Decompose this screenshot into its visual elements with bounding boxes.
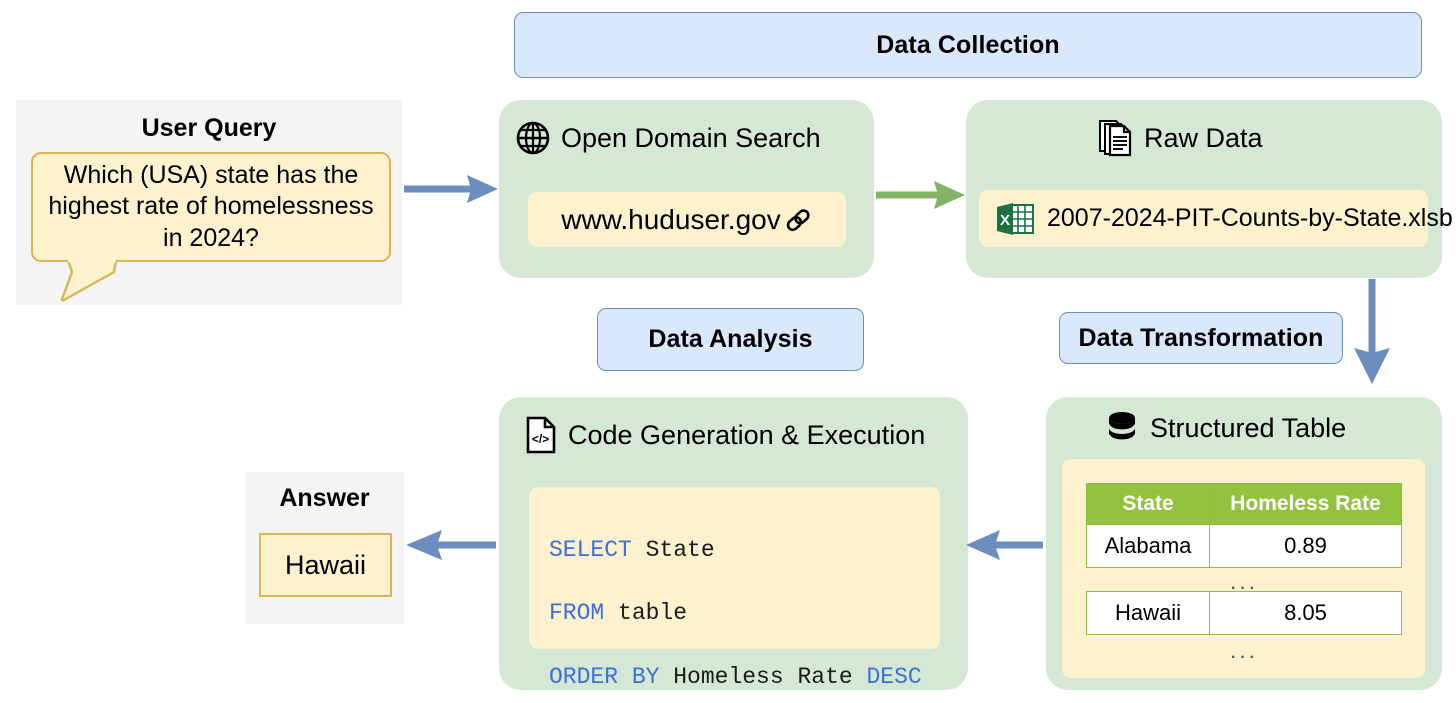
answer-value-box[interactable]: Hawaii bbox=[259, 533, 392, 597]
svg-text:</>: </> bbox=[532, 432, 549, 446]
bubble-tail-icon bbox=[60, 258, 118, 302]
arrow-search-to-rawdata bbox=[876, 181, 965, 209]
column-header-homeless-rate: Homeless Rate bbox=[1209, 483, 1402, 525]
raw-data-title: Raw Data bbox=[1144, 122, 1263, 153]
user-query-line-3: in 2024? bbox=[163, 223, 259, 252]
open-domain-search-panel bbox=[499, 100, 874, 278]
band-data-collection-label: Data Collection bbox=[876, 30, 1060, 59]
sql-line-1: SELECT State bbox=[549, 535, 940, 567]
sql-line-2-rest: table bbox=[604, 600, 688, 627]
documents-icon bbox=[1096, 118, 1134, 158]
cell-state-alabama: Alabama bbox=[1086, 524, 1210, 568]
raw-data-file-name: 2007-2024-PIT-Counts-by-State.xlsb bbox=[1047, 204, 1453, 232]
arrow-structured-table-to-code bbox=[966, 530, 1043, 560]
cell-rate-alabama: 0.89 bbox=[1209, 524, 1402, 568]
code-file-icon: </> bbox=[524, 415, 558, 455]
band-data-transformation: Data Transformation bbox=[1059, 312, 1343, 364]
structured-table-box: State Homeless Rate Alabama 0.89 ··· Haw… bbox=[1062, 459, 1425, 678]
answer-title: Answer bbox=[279, 484, 370, 512]
link-icon[interactable] bbox=[783, 205, 813, 235]
arrow-query-to-search bbox=[404, 175, 498, 203]
raw-data-header: Raw Data bbox=[1096, 118, 1263, 158]
sql-line-2: FROM table bbox=[549, 598, 940, 630]
raw-data-panel bbox=[966, 100, 1442, 278]
sql-kw-select: SELECT bbox=[549, 536, 632, 563]
sql-code-box[interactable]: SELECT State FROM table ORDER BY Homeles… bbox=[529, 487, 940, 690]
excel-file-icon: X bbox=[995, 201, 1035, 237]
sql-line-3-mid: Homeless Rate bbox=[659, 663, 867, 690]
arrow-code-to-answer bbox=[406, 530, 496, 560]
code-generation-title: Code Generation & Execution bbox=[568, 419, 926, 450]
band-data-transformation-label: Data Transformation bbox=[1078, 323, 1324, 352]
sql-kw-desc: DESC bbox=[866, 663, 922, 690]
sql-kw-from: FROM bbox=[549, 600, 605, 627]
sql-kw-order: ORDER bbox=[549, 663, 619, 690]
arrow-rawdata-to-structured-table bbox=[1354, 279, 1390, 384]
table-ellipsis-bottom: ··· bbox=[1229, 643, 1258, 668]
user-query-bubble[interactable]: Which (USA) state has the highest rate o… bbox=[31, 152, 391, 262]
user-query-text: Which (USA) state has the highest rate o… bbox=[40, 160, 381, 255]
answer-value: Hawaii bbox=[284, 549, 367, 580]
open-domain-search-title: Open Domain Search bbox=[561, 122, 821, 153]
code-generation-header: </> Code Generation & Execution bbox=[524, 415, 925, 455]
svg-text:X: X bbox=[1000, 212, 1010, 229]
cell-state-hawaii: Hawaii bbox=[1086, 591, 1210, 635]
structured-table-title: Structured Table bbox=[1150, 412, 1347, 443]
structured-table: State Homeless Rate Alabama 0.89 bbox=[1086, 483, 1402, 568]
user-query-title: User Query bbox=[141, 114, 277, 142]
search-url-box[interactable]: www.huduser.gov bbox=[528, 192, 846, 247]
structured-table-header: Structured Table bbox=[1104, 409, 1346, 447]
table-row[interactable]: Alabama 0.89 bbox=[1086, 524, 1402, 568]
table-header-row: State Homeless Rate bbox=[1086, 483, 1402, 525]
column-header-state: State bbox=[1086, 483, 1210, 525]
sql-kw-by: BY bbox=[631, 663, 660, 690]
database-icon bbox=[1104, 409, 1140, 447]
table-row[interactable]: Hawaii 8.05 bbox=[1086, 591, 1402, 635]
sql-line-1-rest: State bbox=[631, 536, 715, 563]
band-data-collection: Data Collection bbox=[514, 12, 1422, 78]
sql-code: SELECT State FROM table ORDER BY Homeles… bbox=[529, 487, 940, 703]
cell-rate-hawaii: 8.05 bbox=[1209, 591, 1402, 635]
user-query-line-1: Which (USA) state has the bbox=[63, 160, 359, 189]
open-domain-search-header: Open Domain Search bbox=[515, 120, 821, 156]
structured-table-continued: Hawaii 8.05 bbox=[1086, 591, 1402, 635]
globe-icon bbox=[515, 120, 551, 156]
band-data-analysis-label: Data Analysis bbox=[648, 325, 813, 353]
raw-data-file-box[interactable]: X 2007-2024-PIT-Counts-by-State.xlsb bbox=[979, 190, 1453, 247]
band-data-analysis: Data Analysis bbox=[597, 308, 864, 371]
search-url-text: www.huduser.gov bbox=[561, 203, 781, 235]
user-query-line-2: highest rate of homelessness bbox=[48, 192, 374, 221]
sql-line-3: ORDER BY Homeless Rate DESC bbox=[549, 662, 940, 694]
